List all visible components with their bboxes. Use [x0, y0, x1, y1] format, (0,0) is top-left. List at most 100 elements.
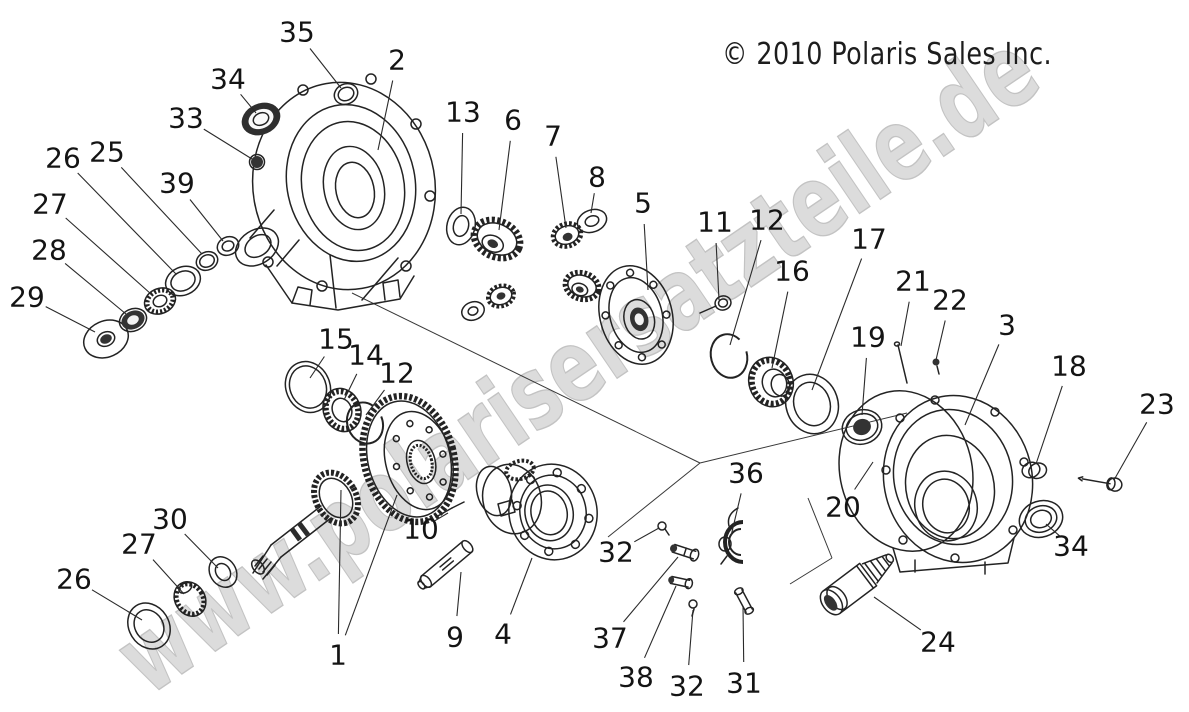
part-callout-37: 37: [592, 622, 628, 655]
part-callout-21: 21: [895, 265, 931, 298]
leader-line: [365, 389, 385, 416]
part-callout-36: 36: [728, 457, 764, 490]
leader-line: [45, 306, 96, 333]
part-callout-12: 12: [379, 357, 415, 390]
leader-line: [344, 494, 398, 636]
part-callout-12: 12: [749, 204, 785, 237]
part-oring-35: [333, 82, 359, 106]
part-diff-case-4: [475, 458, 598, 561]
part-cross-shaft-9: [417, 539, 474, 590]
guide-line: [699, 412, 908, 464]
part-callout-14: 14: [348, 339, 384, 372]
part-callout-6: 6: [504, 104, 522, 137]
leader-line: [900, 301, 910, 347]
part-bearing-14: [322, 387, 362, 433]
leader-line: [498, 140, 511, 231]
guide-line: [807, 497, 833, 559]
part-gasket-20: [838, 390, 974, 552]
leader-line: [309, 48, 342, 89]
leader-line: [861, 357, 867, 416]
part-callout-18: 18: [1051, 350, 1087, 383]
leader-line: [634, 527, 660, 543]
part-washer-29: [82, 319, 130, 359]
part-callout-31: 31: [726, 667, 762, 700]
leader-line: [715, 242, 720, 301]
leader-line: [432, 512, 449, 523]
part-seal-34: [241, 102, 281, 136]
part-callout-38: 38: [618, 661, 654, 694]
leader-line: [152, 559, 185, 595]
leader-line: [742, 605, 745, 663]
part-callout-3: 3: [998, 309, 1016, 342]
guide-lines: [351, 292, 908, 585]
part-callout-1: 1: [329, 639, 347, 672]
part-washer-30: [208, 556, 238, 588]
part-callout-23: 23: [1139, 388, 1175, 421]
guide-line: [351, 292, 701, 464]
part-callout-2: 2: [388, 44, 406, 77]
guide-line: [607, 462, 701, 538]
part-shift-fork-36: [718, 507, 744, 565]
leader-line: [456, 571, 462, 617]
part-bolt-11: [699, 295, 732, 314]
part-oring-25: [195, 250, 219, 272]
part-ball-32a: [657, 521, 670, 536]
part-callout-5: 5: [634, 187, 652, 220]
leader-line: [730, 493, 742, 537]
part-plug-18: [1021, 461, 1048, 480]
part-pin-10: [435, 501, 465, 518]
leader-line: [460, 132, 464, 215]
copyright-text: © 2010 Polaris Sales Inc.: [722, 37, 1052, 72]
leader-line: [337, 489, 342, 635]
part-pinion-gear-7b: [486, 283, 516, 309]
leader-line: [854, 461, 874, 490]
part-callout-7: 7: [544, 120, 562, 153]
leader-line: [1113, 422, 1148, 481]
part-callout-39: 39: [159, 167, 195, 200]
part-detent-pin-31: [733, 587, 755, 615]
leader-line: [771, 291, 789, 369]
leader-line: [688, 609, 694, 666]
part-callout-20: 20: [825, 491, 861, 524]
part-callout-19: 19: [850, 321, 886, 354]
part-callout-26: 26: [56, 563, 92, 596]
part-callout-17: 17: [851, 223, 887, 256]
part-callout-13: 13: [445, 96, 481, 129]
leader-line: [309, 356, 325, 379]
part-callout-27: 27: [32, 188, 68, 221]
leader-line: [64, 262, 127, 315]
leader-line: [935, 320, 946, 361]
leader-line: [1035, 385, 1063, 465]
part-pinion-shaft: [250, 469, 361, 580]
part-locknut-28: [118, 307, 148, 333]
part-bearing-race-17: [784, 373, 840, 435]
part-gearcase-housing: [234, 73, 437, 311]
part-callout-30: 30: [152, 503, 188, 536]
part-callout-25: 25: [89, 136, 125, 169]
leader-line: [184, 533, 219, 569]
part-bearing-16: [747, 356, 795, 408]
leader-line: [203, 128, 253, 160]
part-lever-37: [670, 543, 700, 562]
part-callout-34: 34: [1053, 530, 1089, 563]
leader-line: [811, 258, 863, 391]
part-snapring-12b: [345, 401, 385, 445]
leader-line: [377, 80, 394, 151]
part-seal-26b: [127, 602, 171, 650]
leader-line: [590, 193, 595, 214]
leader-line: [964, 344, 1000, 426]
leader-line: [91, 589, 143, 621]
diagram-parts: [82, 73, 1123, 650]
part-ring-gear: [359, 392, 459, 526]
part-callout-32: 32: [598, 536, 634, 569]
leader-line: [509, 557, 533, 615]
watermark-text: www.polarisersatzteile.de: [96, 10, 1059, 712]
part-pin-21: [893, 341, 908, 384]
part-pinion-gear-7: [550, 221, 584, 249]
part-callout-28: 28: [31, 234, 67, 267]
part-bearing-27b: [173, 581, 207, 617]
part-callout-11: 11: [697, 206, 733, 239]
leader-line: [1045, 523, 1061, 537]
leader-line: [623, 556, 679, 623]
